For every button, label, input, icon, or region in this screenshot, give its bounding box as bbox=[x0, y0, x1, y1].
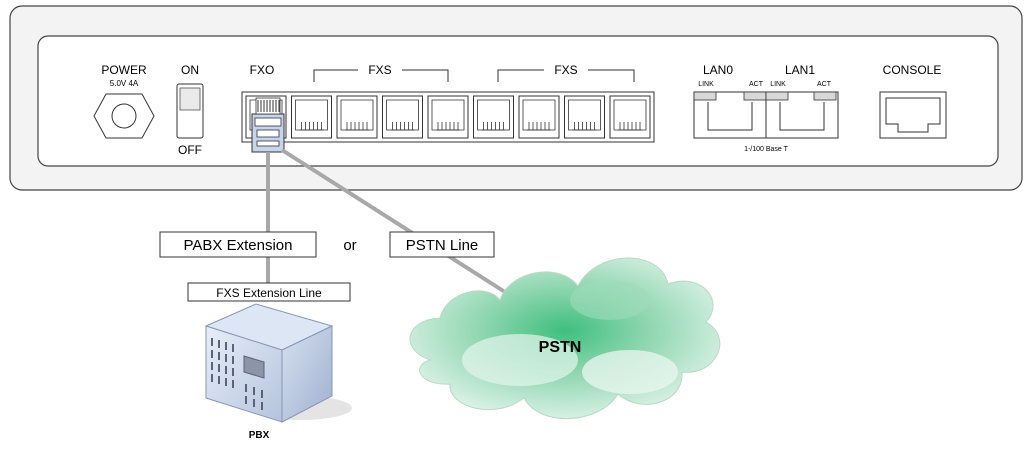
rj11-port-group bbox=[245, 95, 651, 139]
pabx-extension-box bbox=[159, 231, 317, 258]
lan0-link-led bbox=[693, 91, 717, 101]
console-label: CONSOLE bbox=[883, 63, 942, 77]
lan1-link-led bbox=[765, 91, 789, 101]
fxs-port-5[interactable] bbox=[473, 95, 514, 139]
lan1-act-label: ACT bbox=[817, 81, 832, 88]
lan0-act-led bbox=[743, 91, 767, 101]
pstn-line-label: PSTN Line bbox=[406, 237, 479, 254]
pbx-label: PBX bbox=[249, 430, 270, 441]
switch-off-label: OFF bbox=[178, 143, 202, 157]
power-label: POWER bbox=[101, 63, 147, 77]
lan0-link-label: LINK bbox=[698, 81, 714, 88]
fxs-port-7[interactable] bbox=[564, 95, 605, 139]
power-rating: 5.0V 4A bbox=[110, 79, 139, 88]
fxs-group2-label: FXS bbox=[554, 63, 577, 77]
fxo-label: FXO bbox=[250, 63, 275, 77]
lan-speed-label: 1-/100 Base T bbox=[744, 146, 789, 153]
lan1-act-led bbox=[813, 91, 837, 101]
pbx-server-icon bbox=[204, 303, 352, 423]
lan0-label: LAN0 bbox=[703, 63, 733, 77]
pstn-line-box bbox=[389, 231, 495, 258]
fxs-port-4[interactable] bbox=[427, 95, 469, 139]
console-port[interactable] bbox=[879, 91, 947, 139]
power-jack-hole bbox=[111, 103, 137, 129]
fxs-group1-bracket bbox=[313, 69, 449, 82]
fxs-extension-line-label: FXS Extension Line bbox=[216, 286, 322, 300]
or-label: or bbox=[343, 237, 356, 254]
fxs-group1-label: FXS bbox=[368, 63, 391, 77]
lan0-port[interactable] bbox=[693, 91, 767, 139]
fxs-port-3[interactable] bbox=[382, 95, 423, 139]
lan0-act-label: ACT bbox=[749, 81, 764, 88]
fxs-port-6[interactable] bbox=[518, 95, 560, 139]
fxs-group2-bracket bbox=[497, 69, 635, 82]
lan1-port[interactable] bbox=[765, 91, 839, 139]
power-switch-rocker bbox=[179, 87, 201, 111]
fxs-port-1[interactable] bbox=[291, 95, 332, 139]
lan1-label: LAN1 bbox=[785, 63, 815, 77]
pstn-cable bbox=[280, 148, 507, 294]
switch-on-label: ON bbox=[181, 63, 199, 77]
pabx-extension-label: PABX Extension bbox=[184, 237, 293, 254]
lan1-link-label: LINK bbox=[770, 81, 786, 88]
fxo-plug bbox=[251, 97, 285, 153]
fxs-extension-line-box bbox=[187, 282, 351, 302]
pstn-label: PSTN bbox=[539, 339, 582, 356]
fxs-port-8[interactable] bbox=[609, 95, 651, 139]
fxs-port-2[interactable] bbox=[336, 95, 378, 139]
pstn-cloud-icon bbox=[409, 257, 721, 419]
